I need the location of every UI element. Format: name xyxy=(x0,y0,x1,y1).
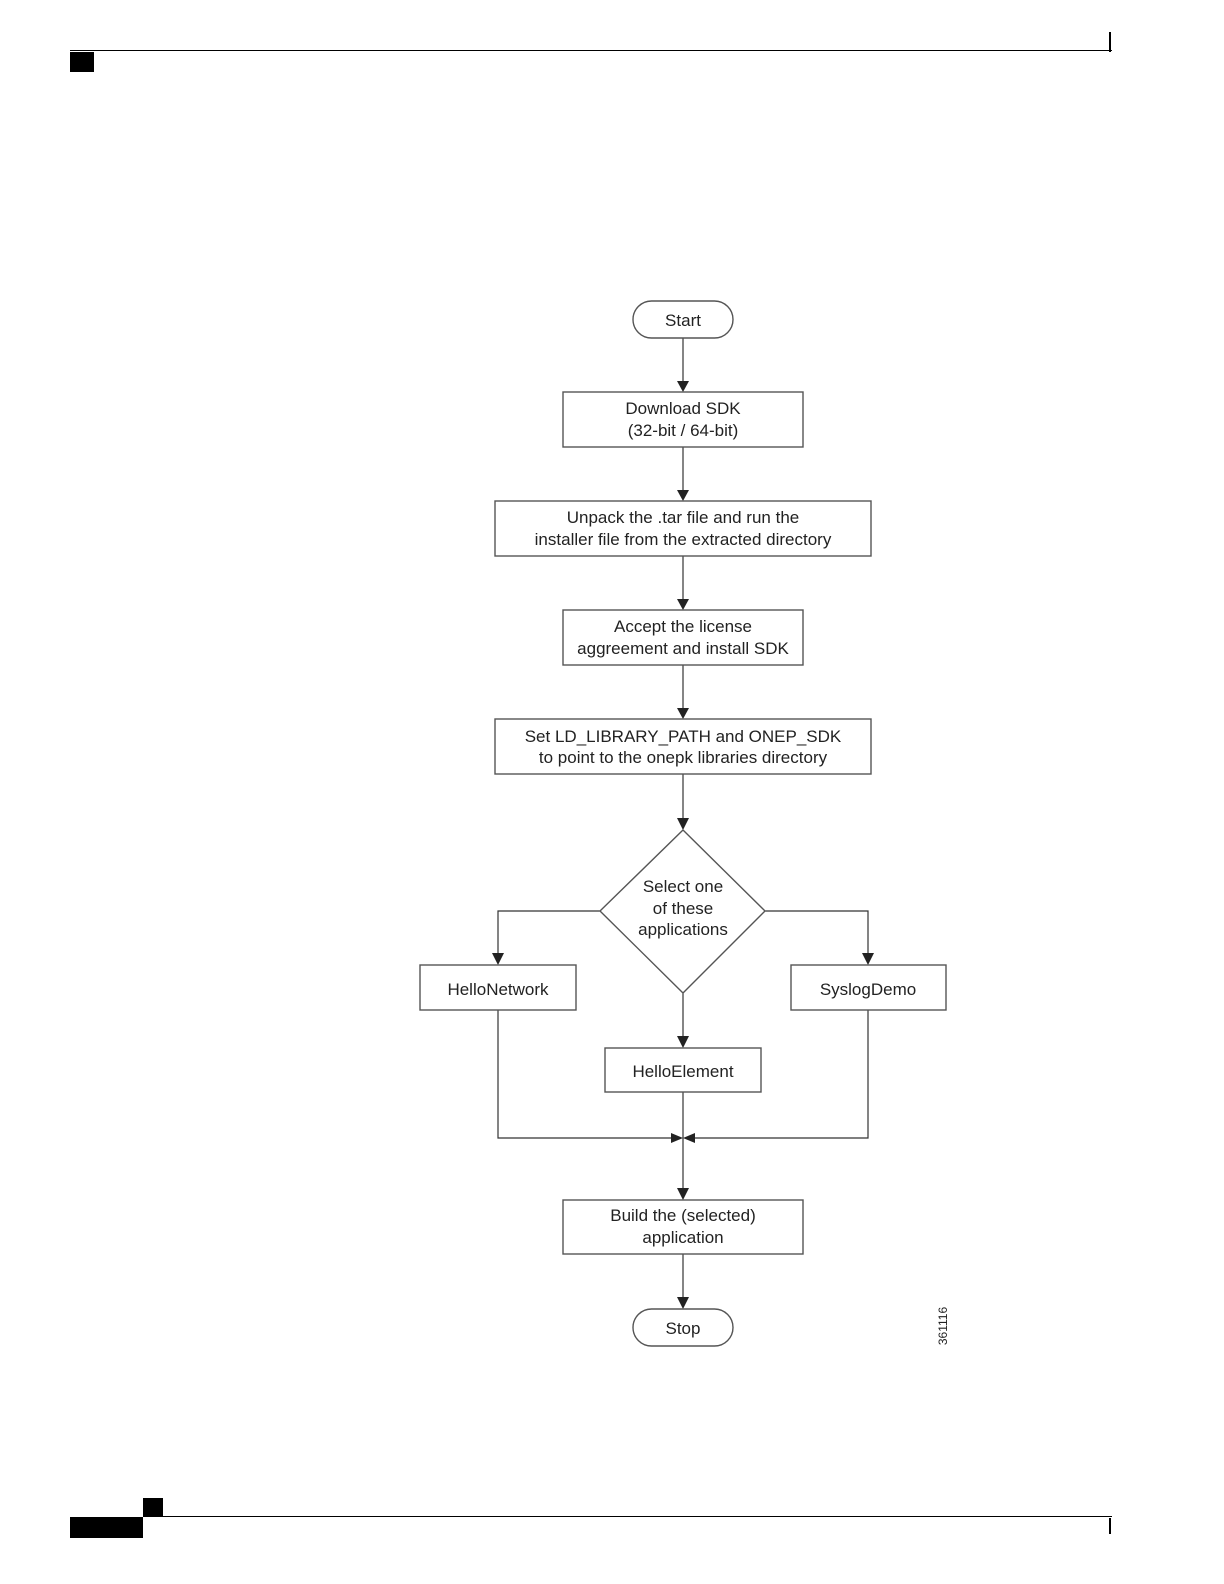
flowchart-connectors xyxy=(492,338,874,1309)
accept-license-box xyxy=(562,609,804,666)
unpack-line1: Unpack the .tar file and run the xyxy=(567,508,799,527)
hellonetwork-box xyxy=(419,964,577,1011)
decision-line2: of these xyxy=(653,899,714,918)
download-sdk-line2: (32-bit / 64-bit) xyxy=(628,421,739,440)
arrowhead-merge-left xyxy=(671,1133,683,1143)
header-tick xyxy=(1109,32,1111,52)
start-shape xyxy=(632,300,734,339)
arrowhead-decision xyxy=(677,818,689,830)
set-paths-line1: Set LD_LIBRARY_PATH and ONEP_SDK xyxy=(525,727,842,746)
syslogdemo-option: SyslogDemo xyxy=(790,964,947,1011)
arrowhead-stop xyxy=(677,1297,689,1309)
syslogdemo-box xyxy=(790,964,947,1011)
start-label: Start xyxy=(665,311,701,330)
arrowhead-syslogdemo xyxy=(862,953,874,965)
helloelement-label: HelloElement xyxy=(632,1062,733,1081)
build-step: Build the (selected) application xyxy=(562,1199,804,1255)
footer-corner-block xyxy=(70,1517,143,1538)
build-box xyxy=(562,1199,804,1255)
connector-decision-to-hellonetwork xyxy=(497,910,600,953)
footer-rule xyxy=(143,1516,1112,1517)
stop-shape xyxy=(632,1308,734,1347)
footer-corner-step xyxy=(143,1498,163,1517)
accept-license-step: Accept the license aggreement and instal… xyxy=(562,609,804,666)
stop-label: Stop xyxy=(666,1319,701,1338)
header-rule xyxy=(70,50,1112,51)
arrowhead-build xyxy=(677,1188,689,1200)
arrowhead-paths xyxy=(677,708,689,719)
decision-diamond xyxy=(599,829,766,994)
arrowhead-helloelement xyxy=(677,1036,689,1048)
download-sdk-box xyxy=(562,391,804,448)
helloelement-box xyxy=(604,1047,762,1093)
unpack-box xyxy=(494,500,872,557)
connector-decision-to-syslogdemo xyxy=(765,910,869,953)
connector-syslogdemo-to-merge xyxy=(695,1010,869,1139)
hellonetwork-option: HelloNetwork xyxy=(419,964,577,1011)
download-sdk-line1: Download SDK xyxy=(625,399,741,418)
arrowhead-hellonetwork xyxy=(492,953,504,965)
unpack-step: Unpack the .tar file and run the install… xyxy=(494,500,872,557)
arrowhead-unpack xyxy=(677,490,689,501)
select-application-decision: Select one of these applications xyxy=(599,829,766,994)
stop-terminator: Stop xyxy=(632,1308,734,1347)
set-paths-box xyxy=(494,718,872,775)
footer-tick xyxy=(1109,1518,1111,1534)
decision-line3: applications xyxy=(638,920,728,939)
start-terminator: Start xyxy=(632,300,734,339)
build-line1: Build the (selected) xyxy=(610,1206,756,1225)
helloelement-option: HelloElement xyxy=(604,1047,762,1093)
hellonetwork-label: HelloNetwork xyxy=(447,980,549,999)
arrowhead-merge-right xyxy=(683,1133,695,1143)
unpack-line2: installer file from the extracted direct… xyxy=(535,530,832,549)
accept-license-line1: Accept the license xyxy=(614,617,752,636)
figure-id: 361116 xyxy=(936,1307,950,1346)
arrowhead-license xyxy=(677,599,689,610)
build-line2: application xyxy=(642,1228,723,1247)
arrowhead-download xyxy=(677,381,689,392)
syslogdemo-label: SyslogDemo xyxy=(820,980,916,999)
decision-line1: Select one xyxy=(643,877,723,896)
set-paths-line2: to point to the onepk libraries director… xyxy=(539,748,828,767)
accept-license-line2: aggreement and install SDK xyxy=(577,639,789,658)
connector-hellonetwork-to-merge xyxy=(497,1010,671,1139)
set-paths-step: Set LD_LIBRARY_PATH and ONEP_SDK to poin… xyxy=(494,718,872,775)
header-corner-block xyxy=(70,52,94,72)
download-sdk-step: Download SDK (32-bit / 64-bit) xyxy=(562,391,804,448)
